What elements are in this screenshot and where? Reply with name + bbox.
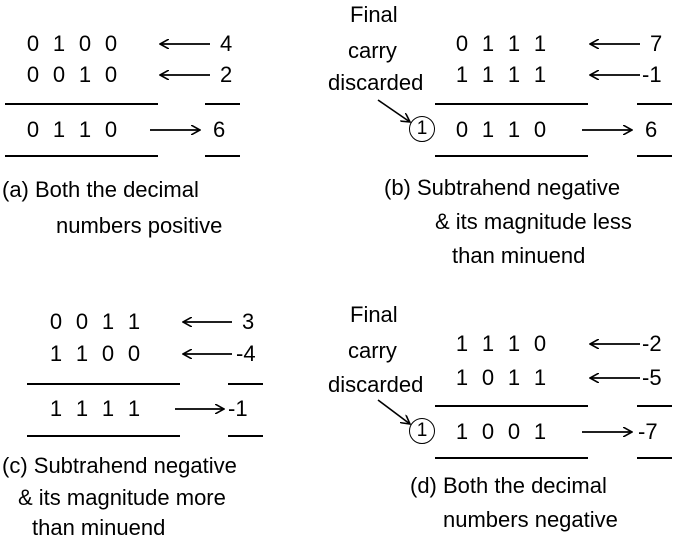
- bit: 0: [52, 62, 66, 87]
- result-value: -1: [228, 396, 248, 421]
- bit: 1: [533, 419, 547, 444]
- caption-line: (a) Both the decimal: [2, 177, 199, 202]
- caption-line: (b) Subtrahend negative: [384, 175, 621, 200]
- caption-line: & its magnitude more: [18, 485, 226, 510]
- bit: 0: [533, 117, 547, 142]
- bit: 1: [78, 117, 92, 142]
- note-line: Final: [350, 302, 398, 327]
- panel-b-lines: [377, 44, 672, 157]
- bit: 1: [78, 62, 92, 87]
- bit: 1: [101, 309, 115, 334]
- decimal-value: -5: [642, 365, 662, 390]
- bit: 1: [455, 62, 469, 87]
- carry-pointer: [377, 99, 410, 122]
- discarded-carry-bit: 1: [409, 116, 435, 142]
- note-line: Final: [350, 2, 398, 27]
- caption-line: (c) Subtrahend negative: [2, 453, 237, 478]
- discarded-carry-bit: 1: [409, 418, 435, 444]
- bit: 1: [481, 31, 495, 56]
- caption-line: than minuend: [452, 243, 586, 268]
- bit: 1: [127, 309, 141, 334]
- bit: 0: [26, 62, 40, 87]
- bit: 0: [455, 117, 469, 142]
- note-line: carry: [348, 38, 397, 63]
- panel-a-lines: [5, 44, 240, 157]
- bit: 1: [507, 365, 521, 390]
- bit: 0: [533, 331, 547, 356]
- bit: 1: [481, 117, 495, 142]
- bit: 1: [49, 341, 63, 366]
- bit: 0: [26, 31, 40, 56]
- bit: 1: [101, 396, 115, 421]
- decimal-value: -2: [642, 331, 662, 356]
- bit: 1: [533, 62, 547, 87]
- bit: 1: [49, 396, 63, 421]
- decimal-value: -1: [642, 62, 662, 87]
- bit: 1: [52, 117, 66, 142]
- bit: 1: [507, 117, 521, 142]
- result-value: 6: [645, 117, 658, 142]
- bit: 1: [75, 341, 89, 366]
- caption-line: & its magnitude less: [435, 209, 632, 234]
- decimal-value: 4: [220, 31, 233, 56]
- decimal-value: -4: [236, 341, 256, 366]
- bit: 0: [104, 62, 118, 87]
- bit: 1: [127, 396, 141, 421]
- bit: 1: [507, 331, 521, 356]
- bit: 0: [101, 341, 115, 366]
- bit: 0: [127, 341, 141, 366]
- bit: 1: [455, 331, 469, 356]
- decimal-value: 2: [220, 62, 233, 87]
- carry-pointer: [377, 399, 410, 424]
- bit: 1: [507, 31, 521, 56]
- bit: 0: [49, 309, 63, 334]
- bit: 1: [75, 396, 89, 421]
- bit: 1: [52, 31, 66, 56]
- bit: 0: [481, 365, 495, 390]
- bit: 1: [455, 365, 469, 390]
- panel-d-lines: [377, 344, 672, 459]
- result-value: 6: [213, 117, 226, 142]
- caption-line: numbers negative: [443, 507, 618, 532]
- note-line: carry: [348, 338, 397, 363]
- bit: 1: [533, 31, 547, 56]
- bit: 0: [455, 31, 469, 56]
- bit: 0: [104, 31, 118, 56]
- bit: 0: [75, 309, 89, 334]
- bit: 0: [507, 419, 521, 444]
- caption-line: than minuend: [32, 515, 166, 540]
- decimal-value: 3: [242, 309, 255, 334]
- bit: 1: [533, 365, 547, 390]
- bit: 1: [481, 62, 495, 87]
- decimal-value: 7: [650, 31, 663, 56]
- bit: 0: [78, 31, 92, 56]
- caption-line: numbers positive: [56, 213, 223, 238]
- bit: 1: [481, 331, 495, 356]
- note-line: discarded: [328, 70, 424, 95]
- result-value: -7: [638, 419, 658, 444]
- bit: 0: [26, 117, 40, 142]
- panel-c-lines: [27, 322, 263, 437]
- bit: 1: [507, 62, 521, 87]
- note-line: discarded: [328, 372, 424, 397]
- bit: 0: [481, 419, 495, 444]
- bit: 0: [104, 117, 118, 142]
- bit: 1: [455, 419, 469, 444]
- caption-line: (d) Both the decimal: [410, 473, 607, 498]
